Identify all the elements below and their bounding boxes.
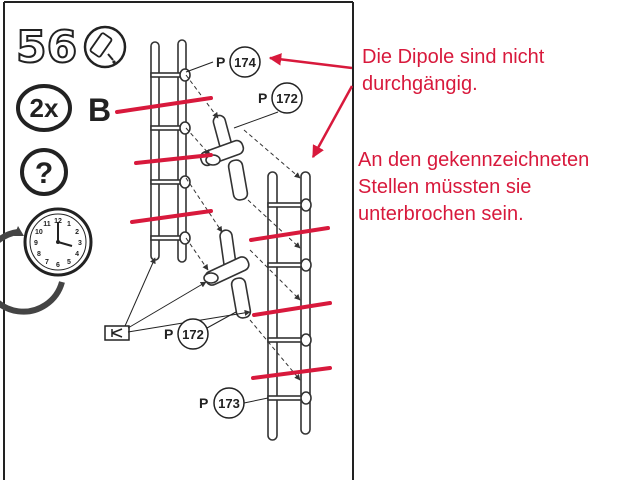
- part-callout-p174: P 174: [185, 46, 261, 78]
- clock-numeral: 12: [54, 218, 62, 225]
- part-prefix: P: [258, 90, 267, 106]
- clock-numeral: 5: [67, 259, 71, 266]
- part-prefix: P: [199, 395, 208, 411]
- gap-mark: [252, 301, 332, 317]
- part-callout-p173: P 173: [199, 387, 269, 419]
- clock-numeral: 11: [43, 221, 51, 228]
- dipole-ladder-left: [150, 39, 191, 263]
- gap-mark: [249, 226, 330, 242]
- ladder-bolt: [300, 333, 312, 347]
- gap-mark: [130, 209, 213, 224]
- gap-mark: [115, 96, 213, 114]
- clock-numeral: 7: [45, 259, 49, 266]
- clock-numeral: 4: [75, 251, 79, 258]
- annotation-note-gaps: An den gekennzeichneten Stellen müssten …: [358, 149, 590, 225]
- ladder-bolt: [300, 391, 312, 405]
- ladder-bolt: [179, 121, 191, 135]
- part-prefix: P: [216, 54, 225, 70]
- part-prefix: P: [164, 326, 173, 342]
- gap-mark: [134, 153, 213, 165]
- annotation-marks: [115, 96, 332, 380]
- clock-numeral: 6: [56, 262, 60, 269]
- quantity-label: 2x: [30, 93, 59, 123]
- part-number: 173: [218, 396, 240, 411]
- annotation-note-dipoles: Die Dipole sind nicht durchgängig.: [362, 46, 545, 95]
- quantity-badge: 2x: [16, 84, 72, 132]
- tool-icon: [104, 325, 130, 341]
- assembly-guides: [185, 74, 301, 381]
- help-symbol: ?: [35, 157, 53, 190]
- question-icon: ?: [20, 148, 68, 196]
- clock-numeral: 1: [67, 221, 71, 228]
- part-callout-p172-top: P 172: [233, 82, 303, 129]
- part-number: 172: [276, 91, 298, 106]
- glue-tube-icon: [83, 25, 127, 69]
- part-number: 172: [182, 327, 204, 342]
- variant-letter: B: [88, 92, 111, 128]
- ladder-bolt: [179, 231, 191, 245]
- clock-numeral: 3: [78, 240, 82, 247]
- connector-top: [199, 114, 249, 201]
- annotation-arrow: [268, 53, 353, 70]
- clock-numeral: 2: [75, 229, 79, 236]
- annotation-arrows: [268, 53, 354, 159]
- clock-numeral: 9: [34, 240, 38, 247]
- ladder-bolt: [179, 175, 191, 189]
- part-callout-p172-bottom: P 172: [164, 311, 237, 350]
- ladder-bolt: [300, 258, 312, 272]
- step-number: 56: [16, 22, 77, 73]
- gap-mark: [251, 366, 332, 380]
- annotation-arrow: [311, 85, 354, 159]
- part-number: 174: [234, 55, 256, 70]
- ladder-bolt: [300, 198, 312, 212]
- connector-bottom: [203, 229, 252, 319]
- ladder-bolt: [179, 68, 191, 82]
- clock-numeral: 8: [37, 251, 41, 258]
- clock-numeral: 10: [35, 229, 43, 236]
